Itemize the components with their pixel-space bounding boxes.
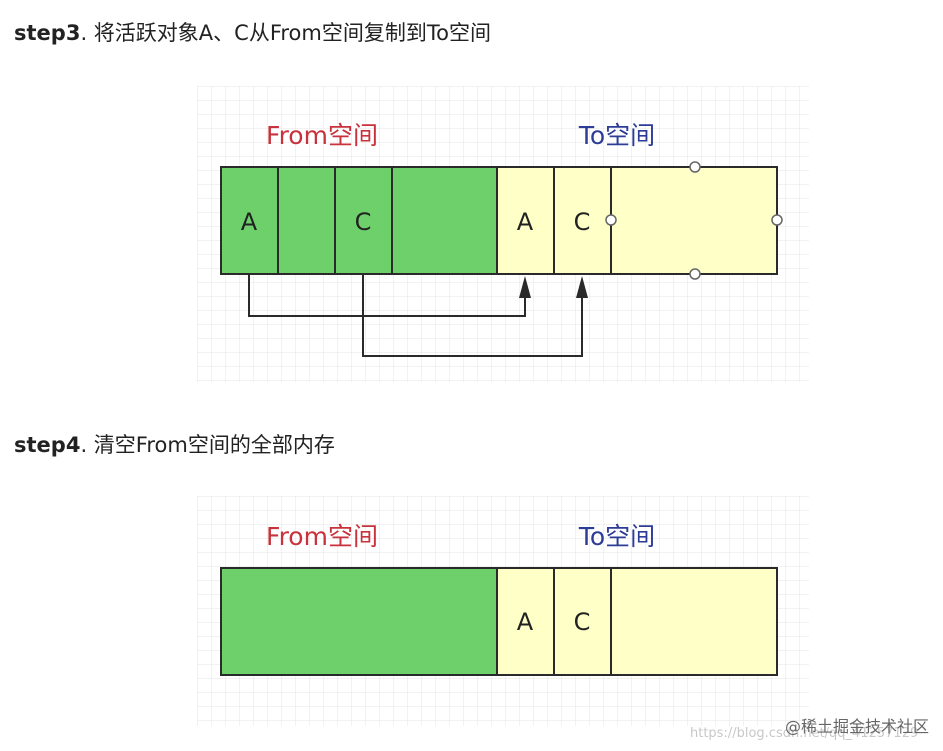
to-cell-c: C [574, 608, 591, 636]
from-space-block [220, 166, 498, 275]
step3-diagram: From空间 To空间 A C A C [197, 86, 809, 382]
step4-diagram: From空间 To空间 A C [197, 496, 809, 726]
from-space-label: From空间 [266, 121, 378, 150]
to-space-label: To空间 [578, 522, 655, 551]
to-space-block [496, 567, 778, 676]
copy-arrow-a [248, 274, 526, 317]
selection-handle[interactable] [771, 214, 783, 226]
step4-text: . 清空From空间的全部内存 [80, 433, 335, 457]
from-space-block-cleared [220, 567, 498, 676]
from-cell-a: A [241, 208, 258, 236]
selection-handle[interactable] [605, 214, 617, 226]
arrow-head [519, 276, 531, 298]
step3-heading: step3. 将活跃对象A、C从From空间复制到To空间 [14, 20, 491, 46]
step3-label: step3 [14, 21, 81, 45]
from-cell-c: C [355, 208, 372, 236]
to-cell-a: A [517, 608, 534, 636]
step4-label: step4 [14, 433, 81, 457]
to-cell-c: C [574, 208, 591, 236]
to-space-label: To空间 [578, 121, 655, 150]
step3-text: . 将活跃对象A、C从From空间复制到To空间 [80, 21, 491, 45]
copy-arrow-c [362, 274, 583, 357]
from-space-label: From空间 [266, 522, 378, 551]
to-cell-a: A [517, 208, 534, 236]
step4-heading: step4. 清空From空间的全部内存 [14, 432, 335, 458]
selection-handle[interactable] [689, 161, 701, 173]
arrow-head [576, 276, 588, 298]
to-space-block [496, 166, 778, 275]
csdn-watermark: https://blog.csdn.net/qq_41257129 [690, 726, 919, 741]
juejin-watermark: @稀土掘金技术社区 [784, 717, 929, 736]
selection-handle[interactable] [689, 268, 701, 280]
